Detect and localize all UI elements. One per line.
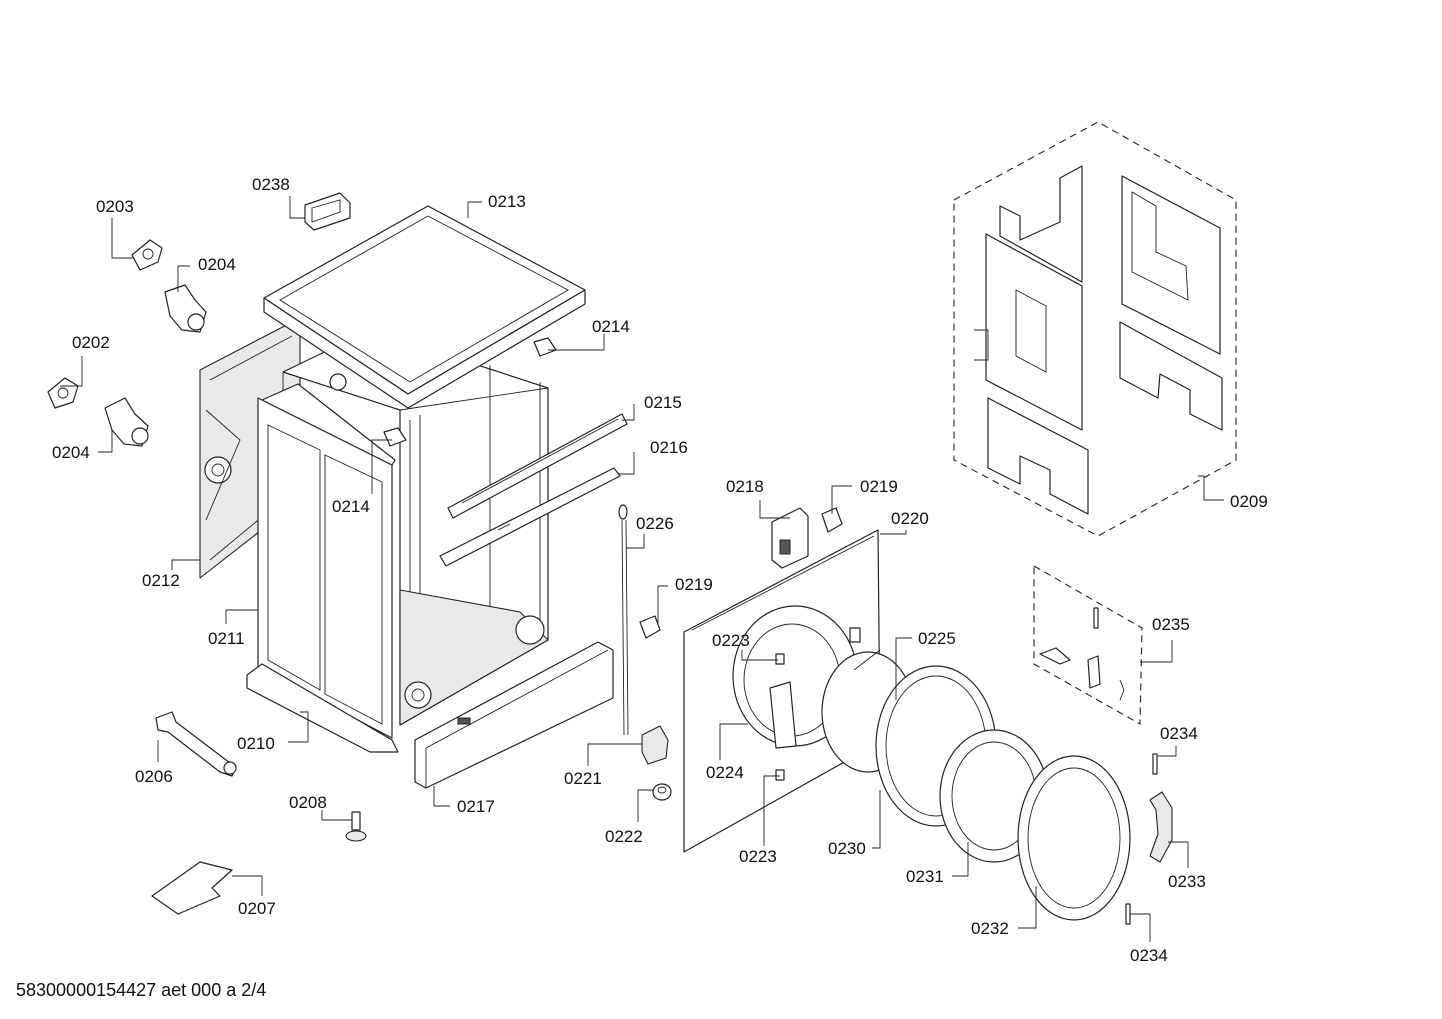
- callout-0215: 0215: [644, 393, 682, 412]
- callout-0233: 0233: [1168, 872, 1206, 891]
- callout-0230: 0230: [828, 839, 866, 858]
- callout-0211: 0211: [208, 629, 245, 648]
- part-0208-foot-screw: [345, 811, 367, 842]
- callout-0223-a: 0223: [712, 631, 750, 650]
- leader-lines: [60, 196, 1224, 942]
- part-0218-module: [771, 507, 809, 569]
- part-0238-handle: [304, 192, 351, 231]
- callout-0222: 0222: [605, 827, 643, 846]
- callout-0214-b: 0214: [332, 497, 370, 516]
- callout-0208: 0208: [289, 793, 327, 812]
- callout-0206: 0206: [135, 767, 173, 786]
- callout-0235: 0235: [1152, 615, 1190, 634]
- part-0217-plinth: [414, 641, 614, 789]
- part-0219-clip-b: [821, 507, 843, 533]
- callout-0207: 0207: [238, 899, 276, 918]
- callout-0232: 0232: [971, 919, 1009, 938]
- callout-0214-a: 0214: [592, 317, 630, 336]
- part-0234-pin-b: [1125, 903, 1131, 925]
- callout-0221: 0221: [564, 769, 602, 788]
- part-0203-cap: [131, 239, 163, 271]
- part-0221-bracket: [641, 725, 669, 765]
- callout-0204-b: 0204: [52, 443, 90, 462]
- part-0219-clip-a: [639, 615, 661, 639]
- part-0220-front-panel: [683, 529, 881, 853]
- part-0233-door-handle: [1149, 791, 1173, 863]
- part-0210-base-plate: [246, 663, 399, 753]
- callout-0224: 0224: [706, 763, 744, 782]
- callout-0225: 0225: [918, 629, 956, 648]
- callout-0210: 0210: [237, 734, 275, 753]
- callout-labels: 0238 0213 0203 0204 0202 0204 0214 0214 …: [52, 175, 1268, 965]
- callout-0217: 0217: [457, 797, 495, 816]
- callout-0213: 0213: [488, 192, 526, 211]
- part-0207-shim: [151, 861, 233, 915]
- part-0215-rail: [447, 413, 628, 519]
- callout-0218: 0218: [726, 477, 764, 496]
- part-0202-cap: [47, 377, 79, 409]
- part-0204-valve-b: [104, 397, 149, 447]
- part-0206-wrench: [155, 711, 237, 777]
- part-0214-bracket-b: [383, 427, 407, 447]
- callout-0219-b: 0219: [860, 477, 898, 496]
- part-0214-bracket-a: [533, 337, 557, 357]
- callout-0209: 0209: [1230, 492, 1268, 511]
- callout-0216: 0216: [650, 438, 688, 457]
- callout-0223-b: 0223: [739, 847, 777, 866]
- part-0213-top-cover: [263, 205, 586, 409]
- callout-0212: 0212: [142, 571, 180, 590]
- callout-0219-a: 0219: [675, 575, 713, 594]
- part-0235-hinge-kit: [1033, 565, 1143, 725]
- callout-0203: 0203: [96, 197, 134, 216]
- callout-0220: 0220: [891, 509, 929, 528]
- part-0204-valve-a: [164, 284, 207, 333]
- callout-0204-a: 0204: [198, 255, 236, 274]
- callout-0238: 0238: [252, 175, 290, 194]
- callout-0234-a: 0234: [1160, 724, 1198, 743]
- part-0222-cap: [652, 783, 672, 801]
- part-0232-outer-ring: [1017, 755, 1131, 921]
- callout-0231: 0231: [906, 867, 944, 886]
- callout-0234-b: 0234: [1130, 946, 1168, 965]
- part-0234-pin-a: [1152, 753, 1158, 775]
- part-0226-cable: [618, 504, 629, 736]
- callout-0202: 0202: [72, 333, 110, 352]
- part-0209-packaging: [953, 121, 1237, 537]
- part-0211-side-panel: [257, 383, 396, 739]
- part-0216-rail: [439, 467, 621, 567]
- callout-0226: 0226: [636, 514, 674, 533]
- drawing-id: 58300000154427 aet 000 a 2/4: [16, 980, 267, 1000]
